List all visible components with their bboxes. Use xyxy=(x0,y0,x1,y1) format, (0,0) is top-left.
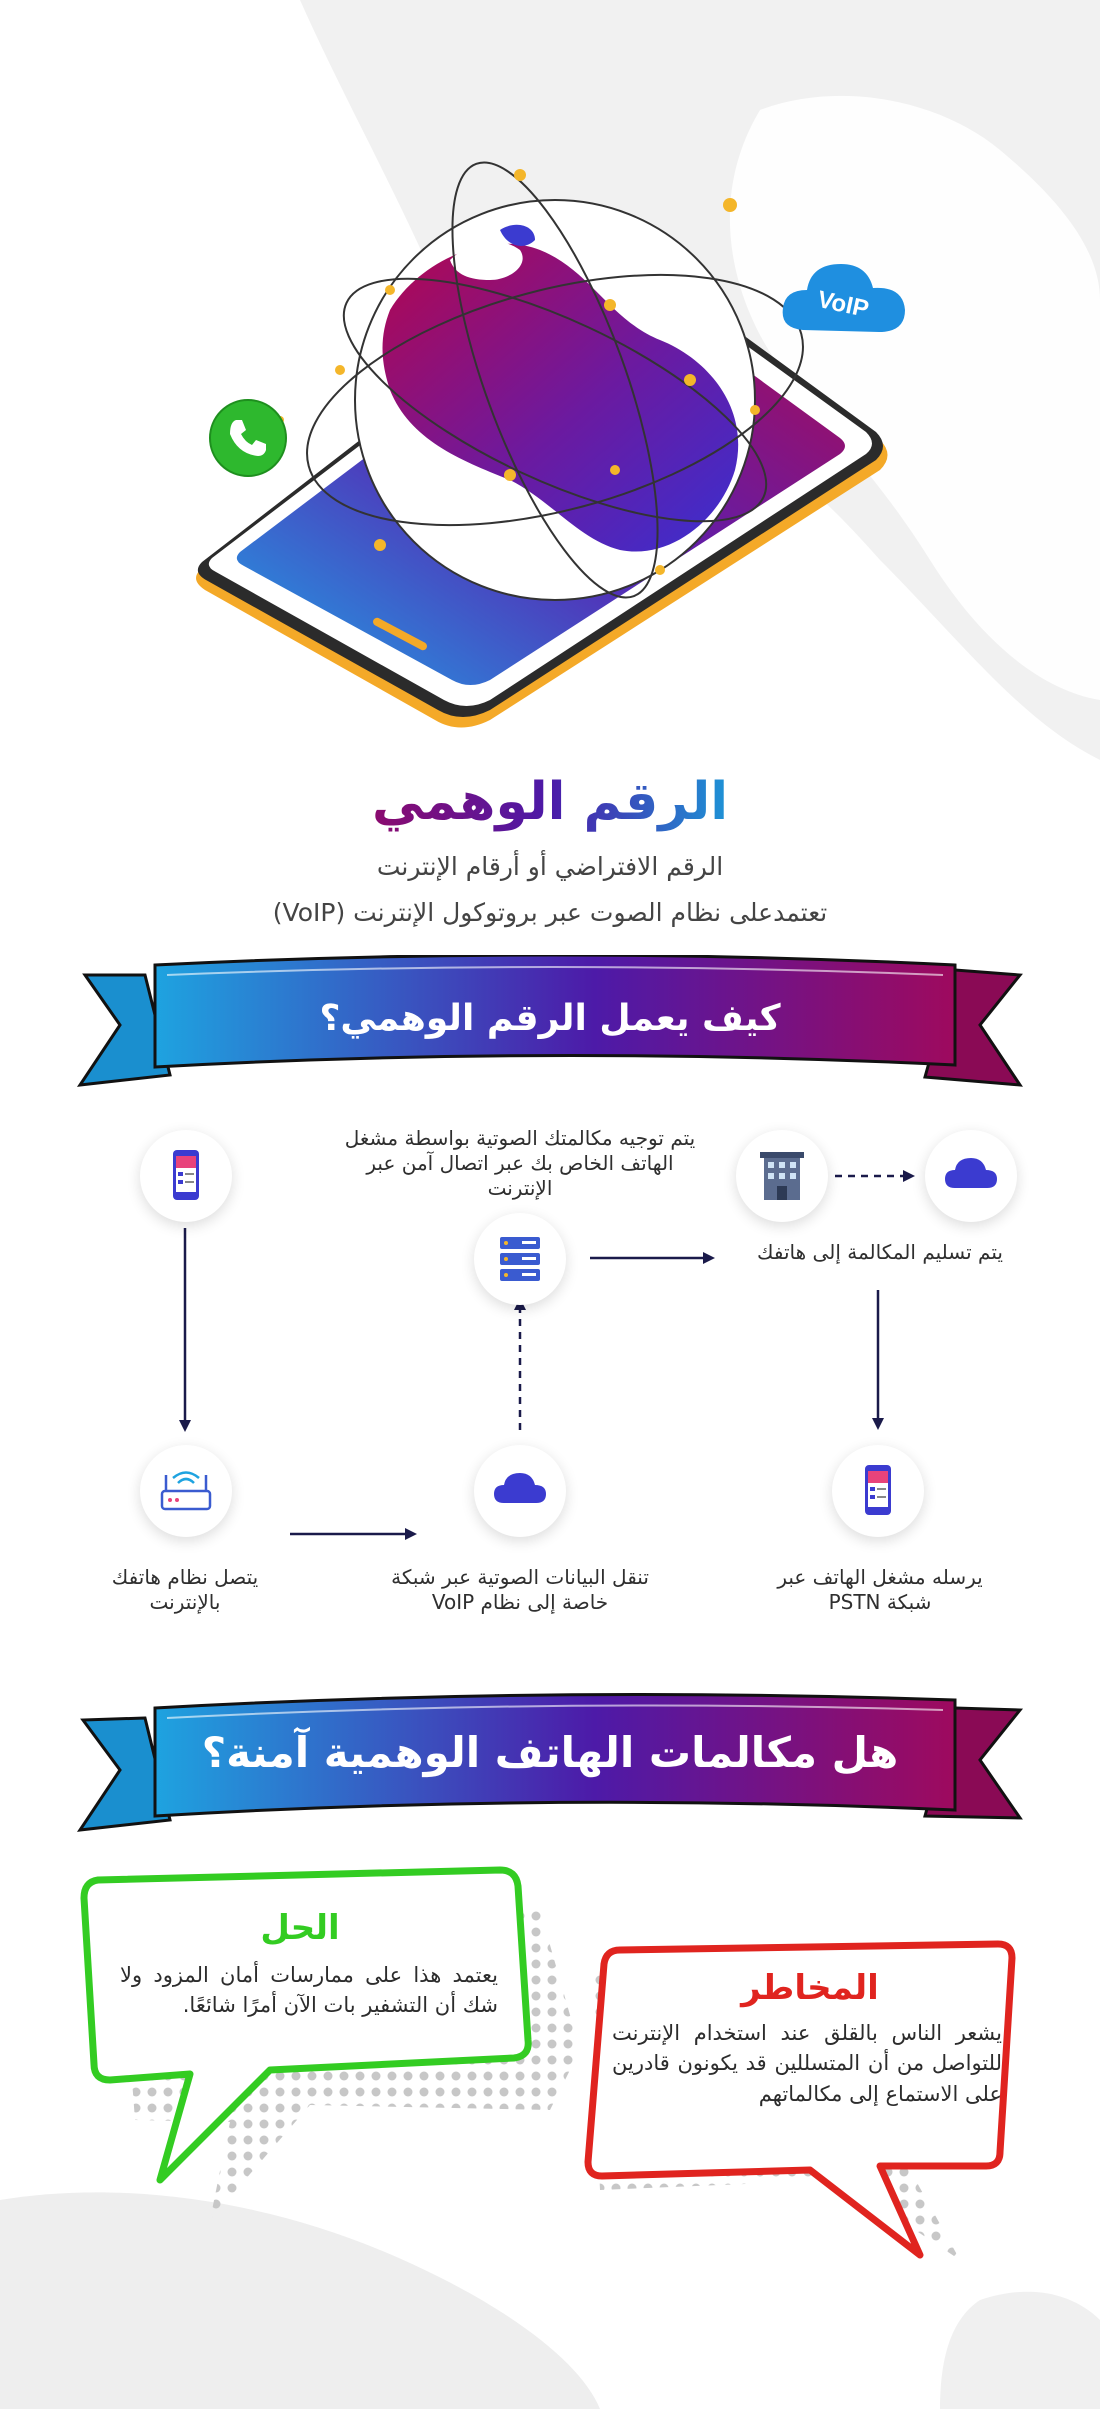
risks-bubble xyxy=(584,1940,1016,2259)
wifi-router-icon xyxy=(160,1471,212,1511)
step-delivered-caption: يتم تسليم المكالمة إلى هاتفك xyxy=(757,1240,1003,1264)
cloud-node-top xyxy=(925,1130,1017,1222)
building-node xyxy=(736,1130,828,1222)
flow-arrows xyxy=(179,1170,915,1540)
solution-title: الحل xyxy=(260,1908,340,1948)
smartphone-node-pstn xyxy=(832,1445,924,1537)
step-pstn-caption: يرسله مشغل الهاتف عبر شبكة PSTN xyxy=(777,1565,983,1614)
solution-bubble xyxy=(80,1866,532,2184)
server-icon xyxy=(500,1237,540,1281)
globe-illustration xyxy=(276,161,804,601)
ribbon-banner-safe xyxy=(76,1693,1024,1832)
smartphone-node xyxy=(140,1130,232,1222)
page-title: الرقم الوهمي xyxy=(371,772,729,832)
risks-text: يشعر الناس بالقلق عند استخدام الإنترنت ل… xyxy=(612,2021,1002,2106)
subtitle-line-1: الرقم الافتراضي أو أرقام الإنترنت xyxy=(376,852,724,881)
server-node xyxy=(474,1213,566,1305)
section-heading-how: كيف يعمل الرقم الوهمي؟ xyxy=(319,998,781,1039)
cloud-icon xyxy=(945,1158,997,1188)
section-heading-safe: هل مكالمات الهاتف الوهمية آمنة؟ xyxy=(201,1728,899,1777)
smartphone-icon xyxy=(865,1465,891,1515)
office-building-icon xyxy=(760,1152,804,1200)
subtitle-line-2: تعتمدعلى نظام الصوت عبر بروتوكول الإنترن… xyxy=(272,898,828,927)
router-node xyxy=(140,1445,232,1537)
voip-cloud-icon: VoIP xyxy=(782,264,905,332)
step-transfer-caption: تنقل البيانات الصوتية عبر شبكة خاصة إلى … xyxy=(391,1565,649,1614)
cloud-node-bottom xyxy=(474,1445,566,1537)
smartphone-icon xyxy=(173,1150,199,1200)
phone-call-icon xyxy=(209,399,287,477)
solution-text: يعتمد هذا على ممارسات أمان المزود ولا شك… xyxy=(120,1963,498,2018)
speech-bubbles xyxy=(80,1866,1016,2260)
ribbon-banner-how xyxy=(76,955,1023,1087)
step-routed-caption: يتم توجيه مكالمتك الصوتية بواسطة مشغل ال… xyxy=(344,1126,696,1200)
hero-illustration xyxy=(196,161,888,728)
step-connect-caption: يتصل نظام هاتفك بالإنترنت xyxy=(111,1565,259,1614)
risks-title: المخاطر xyxy=(741,1968,879,2008)
cloud-icon xyxy=(494,1473,546,1503)
